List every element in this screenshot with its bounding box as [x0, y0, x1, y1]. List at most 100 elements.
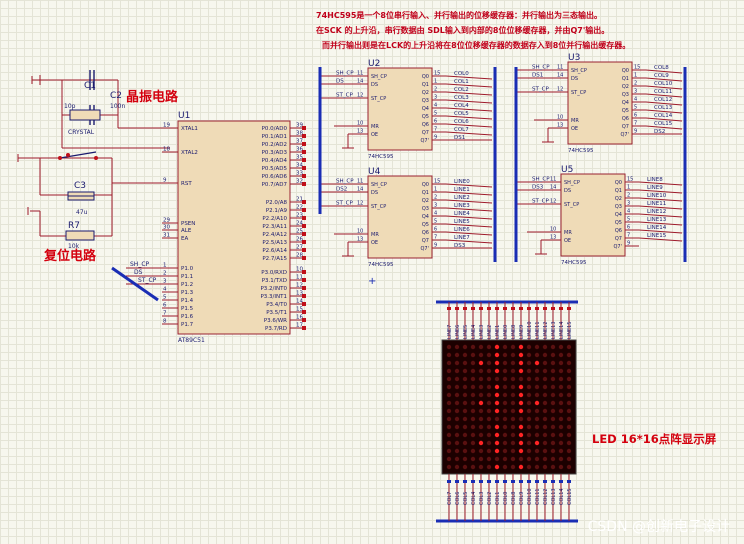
- shift-register-u5: U574HC59511SH_CP14DS12ST_CP10MR13OESH_CP…: [516, 165, 683, 266]
- mcu-pin-number: 16: [296, 315, 303, 321]
- reset-circuit-label: 复位电路: [43, 248, 97, 264]
- led-off: [526, 464, 532, 470]
- ic-ref: U4: [368, 167, 381, 177]
- ic-output-wire: [638, 221, 683, 226]
- led-off: [462, 464, 468, 470]
- reset-button: [58, 151, 98, 160]
- shift-register-u3: U374HC59511SH_CP14DS12ST_CP10MR13OESH_CP…: [516, 53, 683, 154]
- led-off: [542, 384, 548, 390]
- ic-pin-name: Q5: [422, 222, 429, 228]
- shift-register-group: U274HC59511SH_CP14DS12ST_CP10MR13OESH_CP…: [320, 53, 683, 268]
- ic-pin-number: 5: [434, 111, 437, 117]
- mcu-pin-number: 37: [296, 139, 303, 145]
- ic-body: [567, 61, 633, 145]
- ic-output-wire: [645, 109, 683, 114]
- mcu-pin-name: P3.4/T0: [266, 302, 287, 308]
- ic-output-wire: [445, 207, 493, 212]
- led-off: [542, 416, 548, 422]
- led-off: [510, 416, 516, 422]
- led-on: [518, 360, 524, 366]
- shift-register-u2: U274HC59511SH_CP14DS12ST_CP10MR13OESH_CP…: [320, 59, 493, 160]
- mcu-pin-name: P0.3/AD3: [262, 150, 288, 156]
- led-on: [478, 400, 484, 406]
- ic-output-wire: [645, 101, 683, 106]
- led-off: [550, 456, 556, 462]
- led-off: [526, 408, 532, 414]
- matrix-bottom-pin: [447, 480, 451, 483]
- ic-input-net: SH_CP: [336, 71, 354, 77]
- mcu-pin-number: 5: [163, 295, 167, 301]
- ic-pin-name: SH_CP: [371, 182, 387, 188]
- ic-input-net: ST_CP: [532, 87, 549, 93]
- mcu-pin-number: 6: [163, 303, 167, 309]
- led-off: [510, 440, 516, 446]
- led-on: [494, 408, 500, 414]
- led-off: [470, 376, 476, 382]
- ic-output-wire: [445, 123, 493, 128]
- ic-output-wire: [645, 93, 683, 98]
- mcu-pin-marker: [302, 158, 306, 162]
- ic-pin-name: Q4: [422, 214, 429, 220]
- mcu-pin-marker: [302, 294, 306, 298]
- led-off: [454, 440, 460, 446]
- ic-pin-number: 3: [634, 89, 637, 95]
- led-off: [558, 408, 564, 414]
- led-off: [542, 432, 548, 438]
- mcu-pin-number: 10: [296, 267, 303, 273]
- ic-output-wire: [445, 239, 493, 244]
- ic-pin-number: 9: [434, 243, 437, 249]
- matrix-top-pin: [471, 307, 475, 310]
- mcu-pin-name: P3.1/TXD: [262, 278, 287, 284]
- ic-input-net: SH_CP: [336, 179, 354, 185]
- led-off: [462, 400, 468, 406]
- matrix-bottom-label: COL5: [463, 492, 469, 505]
- ic-pin-number: 9: [434, 135, 437, 141]
- mcu-pin-marker: [302, 310, 306, 314]
- ic-output-net: DS1: [454, 135, 465, 141]
- ic-pin-number: 3: [627, 201, 630, 207]
- ic-output-wire: [638, 229, 683, 234]
- ic-output-wire: [638, 197, 683, 202]
- mcu-pin-name: XTAL2: [181, 150, 198, 156]
- matrix-bottom-pin: [567, 480, 571, 483]
- ic-body: [560, 173, 626, 257]
- led-off: [566, 432, 572, 438]
- matrix-bottom-pin: [487, 480, 491, 483]
- led-on: [494, 344, 500, 350]
- matrix-top-label: LINE13: [551, 321, 557, 339]
- led-off: [510, 464, 516, 470]
- ic-output-wire: [445, 231, 493, 236]
- matrix-top-pin: [503, 307, 507, 310]
- led-off: [446, 464, 452, 470]
- ic-output-net: COL2: [454, 87, 469, 93]
- led-off: [462, 424, 468, 430]
- led-on: [518, 424, 524, 430]
- led-off: [502, 352, 508, 358]
- mcu-pin-number: 19: [163, 123, 170, 129]
- ic-pin-number: 9: [627, 241, 630, 247]
- ic-pin-name: ST_CP: [564, 202, 579, 208]
- led-off: [446, 352, 452, 358]
- ic-pin-number: 1: [627, 185, 630, 191]
- led-off: [566, 456, 572, 462]
- led-on: [494, 352, 500, 358]
- led-off: [550, 440, 556, 446]
- ic-pin-number: 5: [434, 219, 437, 225]
- mcu-pin-number: 23: [296, 213, 303, 219]
- led-off: [478, 464, 484, 470]
- c2-value: 100n: [110, 103, 125, 110]
- led-off: [526, 440, 532, 446]
- led-off: [446, 392, 452, 398]
- led-off: [526, 344, 532, 350]
- ic-pin-name: Q4: [422, 106, 429, 112]
- led-off: [470, 368, 476, 374]
- led-on: [518, 440, 524, 446]
- led-off: [526, 368, 532, 374]
- led-off: [542, 464, 548, 470]
- led-on: [478, 440, 484, 446]
- led-off: [566, 440, 572, 446]
- ic-pin-name: Q7: [615, 236, 622, 242]
- ic-output-net: LINE13: [647, 217, 667, 223]
- led-off: [446, 384, 452, 390]
